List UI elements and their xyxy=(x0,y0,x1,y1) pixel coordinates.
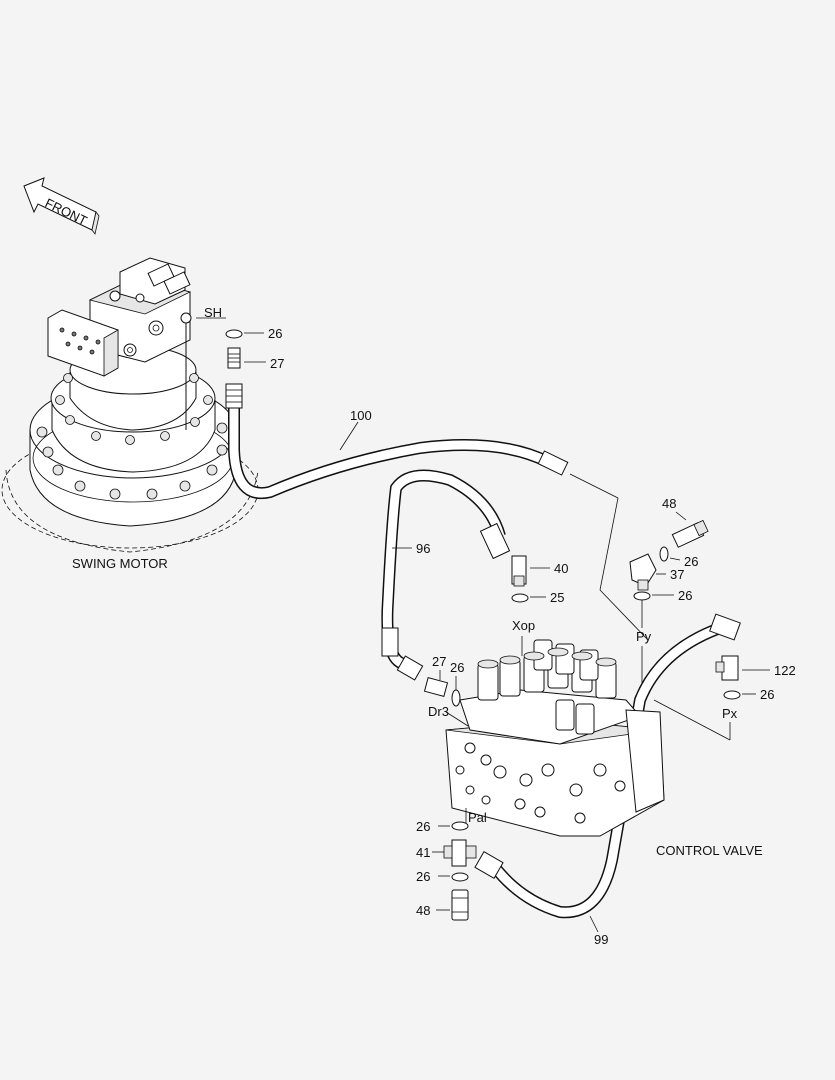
tee-41 xyxy=(443,839,477,867)
port-py: Py xyxy=(636,629,652,644)
fitting-122 xyxy=(715,655,739,681)
o-ring-26-top-b xyxy=(633,591,651,601)
part-48-top: 48 xyxy=(662,496,676,511)
part-37: 37 xyxy=(670,567,684,582)
part-26-top-a: 26 xyxy=(684,554,698,569)
swing-motor-caption: SWING MOTOR xyxy=(72,556,168,571)
part-48-bottom: 48 xyxy=(416,903,430,918)
motor-bolts xyxy=(36,345,228,500)
port-sh: SH xyxy=(204,305,222,320)
adapter-27-dr3 xyxy=(423,677,449,697)
part-99: 99 xyxy=(594,932,608,947)
swing-motor: SH xyxy=(1,257,259,553)
o-ring-26-pal-b xyxy=(451,872,469,882)
spool-caps xyxy=(477,639,617,735)
part-26-dr3: 26 xyxy=(450,660,464,675)
part-40: 40 xyxy=(554,561,568,576)
o-ring-26-dr3 xyxy=(451,689,461,707)
part-26-pal-b: 26 xyxy=(416,869,430,884)
elbow-37 xyxy=(629,553,657,591)
front-arrow-icon: FRONT xyxy=(23,177,100,235)
port-dr3: Dr3 xyxy=(428,704,449,719)
part-26-sh: 26 xyxy=(268,326,282,341)
hose-96 xyxy=(381,469,511,681)
part-27-sh: 27 xyxy=(270,356,284,371)
plug-48-bottom xyxy=(451,889,469,921)
part-26-px: 26 xyxy=(760,687,774,702)
port-px: Px xyxy=(722,706,738,721)
o-ring-26-pal-a xyxy=(451,821,469,831)
plate-holes xyxy=(59,327,101,355)
o-ring-26-sh xyxy=(225,329,243,339)
plug-48-top xyxy=(671,519,709,548)
part-41: 41 xyxy=(416,845,430,860)
o-ring-26-px xyxy=(723,690,741,700)
control-valve-caption: CONTROL VALVE xyxy=(656,843,763,858)
o-ring-25 xyxy=(511,593,529,603)
o-ring-26-top-a xyxy=(659,546,669,562)
part-122: 122 xyxy=(774,663,796,678)
part-100: 100 xyxy=(350,408,372,423)
port-xop: Xop xyxy=(512,618,535,633)
elbow-40 xyxy=(511,555,527,587)
hose-99 xyxy=(474,613,741,919)
hose-100 xyxy=(225,383,569,500)
part-26-top-b: 26 xyxy=(678,588,692,603)
part-27-dr3: 27 xyxy=(432,654,446,669)
part-26-pal-a: 26 xyxy=(416,819,430,834)
port-pal: Pal xyxy=(468,810,487,825)
control-valve xyxy=(445,639,665,837)
part-96: 96 xyxy=(416,541,430,556)
adapter-27-sh xyxy=(227,347,241,369)
part-25: 25 xyxy=(550,590,564,605)
